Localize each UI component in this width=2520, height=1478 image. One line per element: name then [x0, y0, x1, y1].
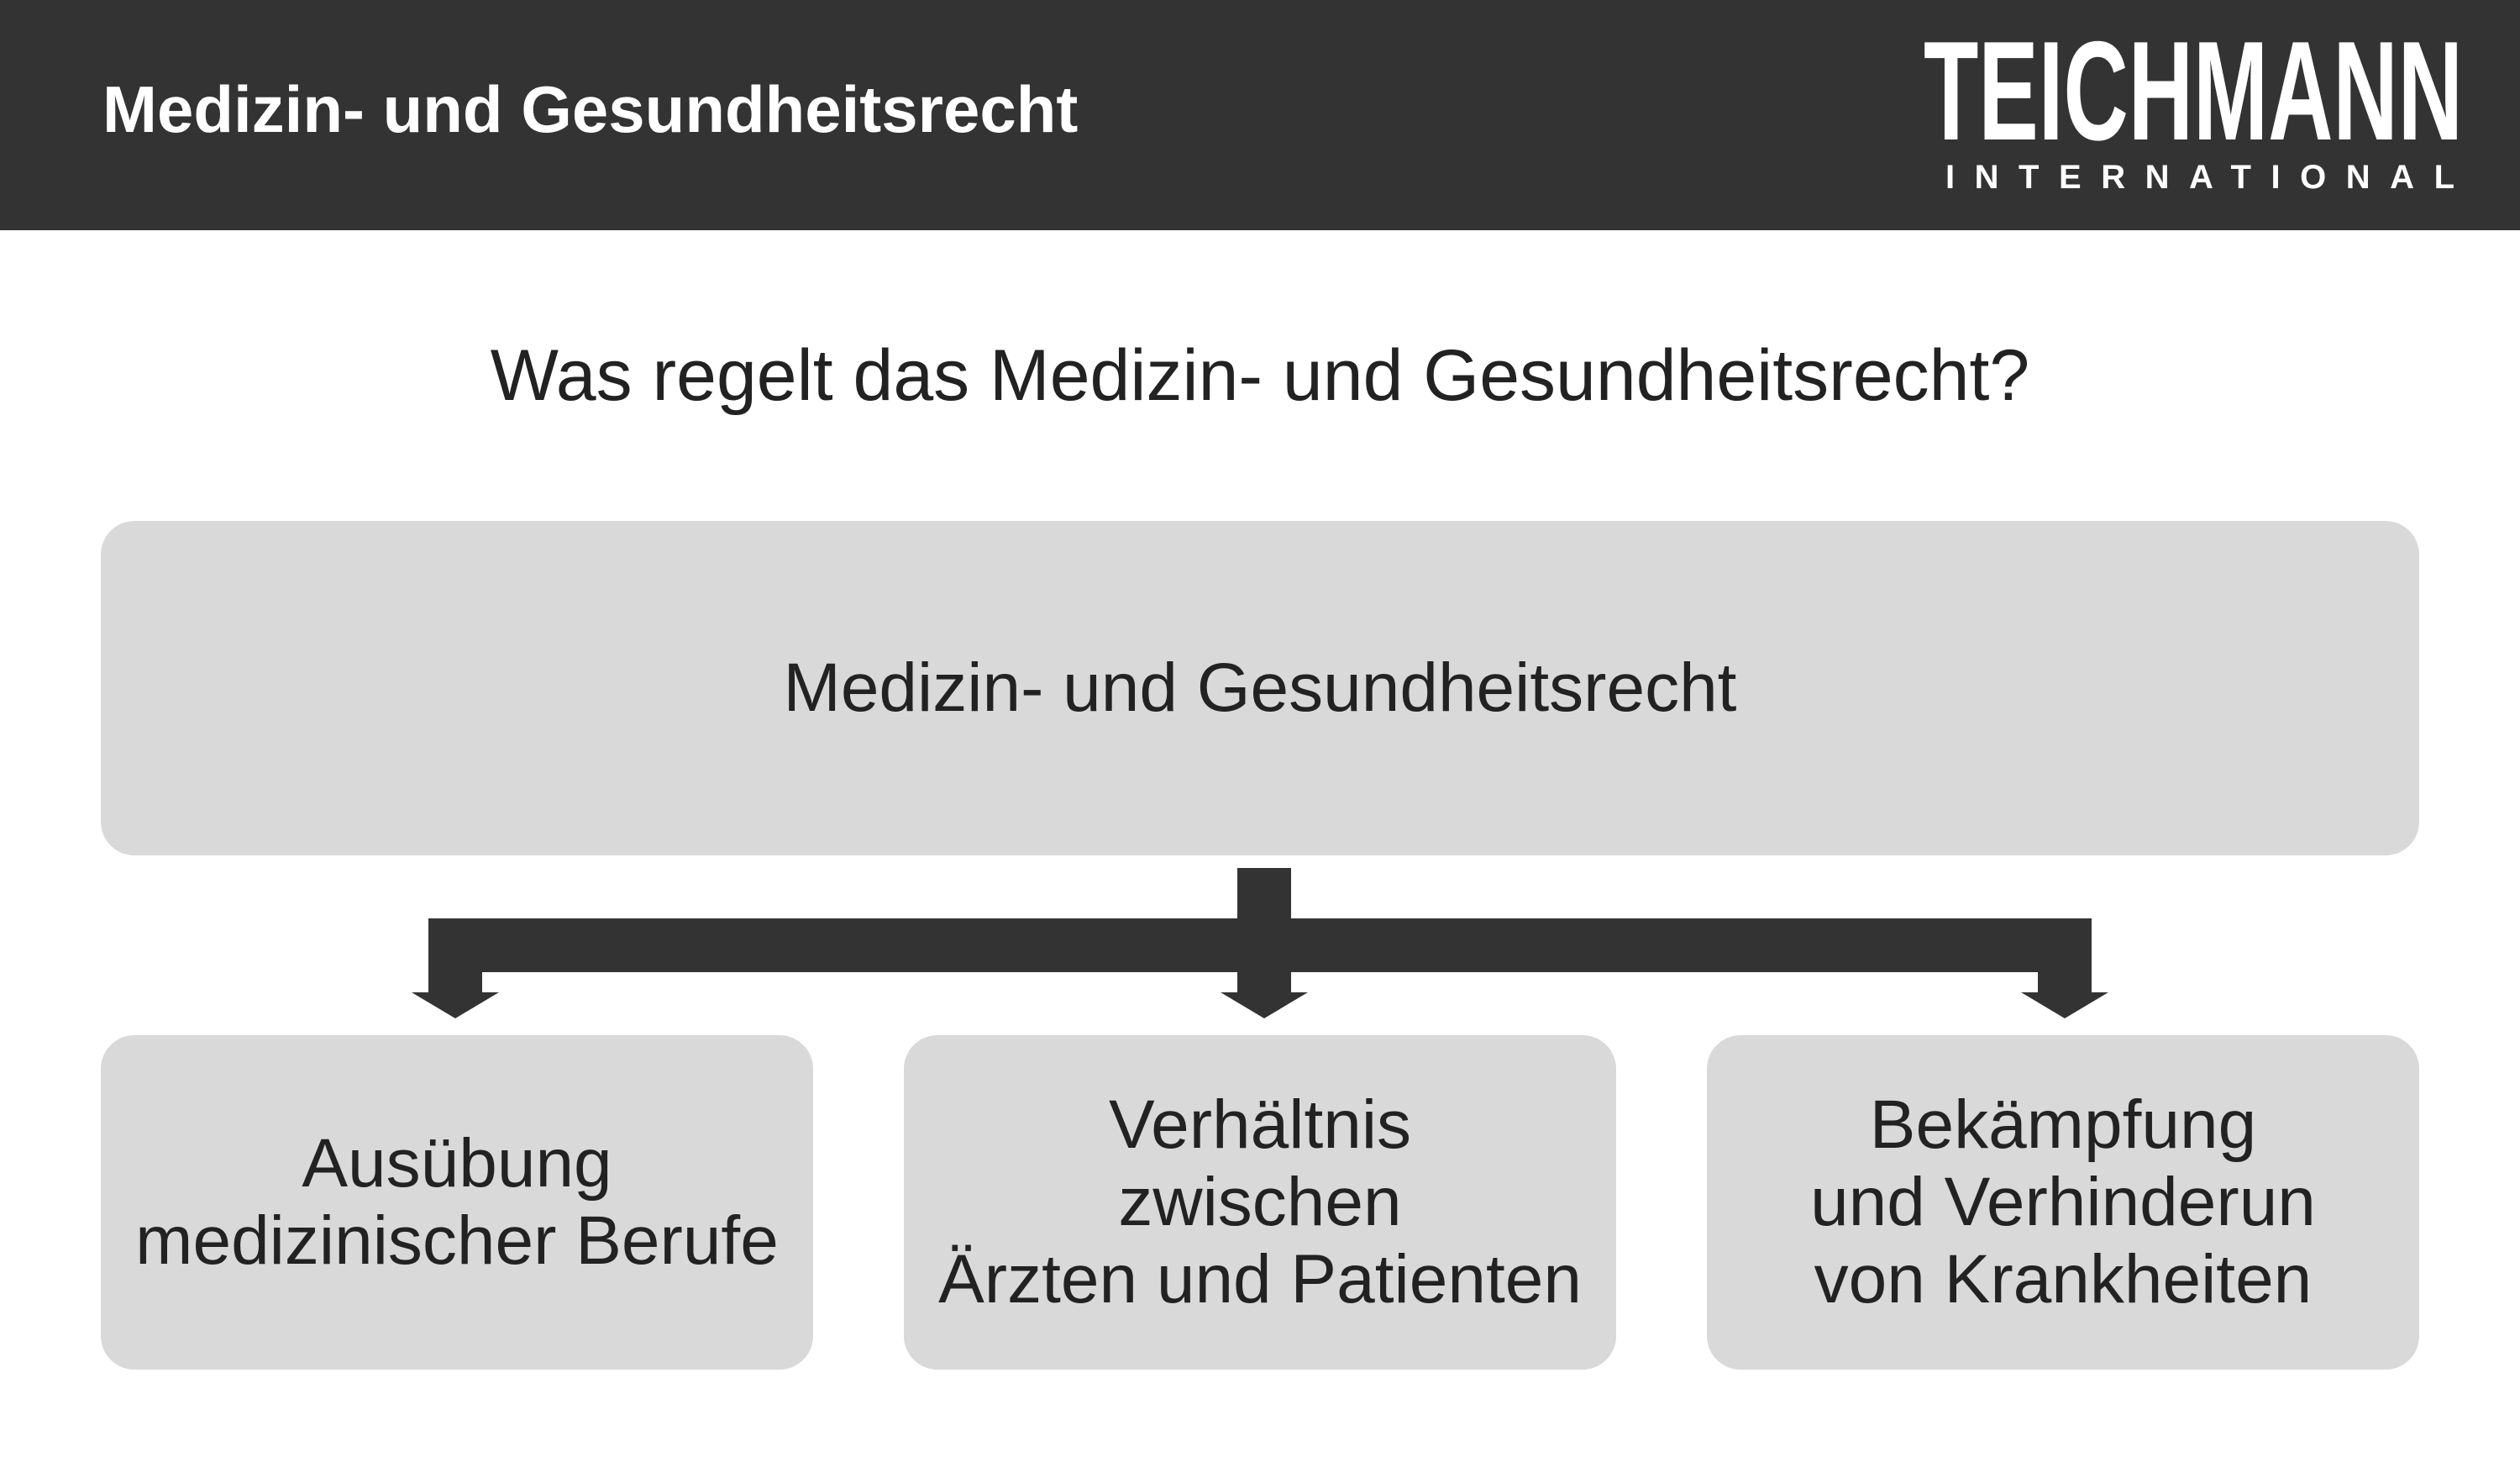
arrow-head-right	[2021, 992, 2108, 1018]
child-box-professions: Ausübung medizinischer Berufe	[101, 1035, 813, 1370]
connector-drop-middle	[1237, 972, 1291, 992]
child-label-relationship: Verhältnis zwischen Ärzten und Patienten	[938, 1086, 1582, 1318]
header-bar: Medizin- und Gesundheitsrecht TEICHMANN …	[0, 0, 2520, 230]
child-label-disease-control: Bekämpfung und Verhinderun von Krankheit…	[1810, 1086, 2316, 1318]
connector-drop-left	[428, 972, 482, 992]
child-box-relationship: Verhältnis zwischen Ärzten und Patienten	[904, 1035, 1616, 1370]
child-box-disease-control: Bekämpfung und Verhinderun von Krankheit…	[1707, 1035, 2419, 1370]
question-heading: Was regelt das Medizin- und Gesundheitsr…	[490, 335, 2030, 416]
logo-wordmark: TEICHMANN	[1924, 29, 2463, 151]
logo-sub-text: INTERNATIONAL	[1945, 159, 2454, 193]
connector-drop-right	[2038, 972, 2092, 992]
connector-stem	[1237, 868, 1291, 918]
arrow-head-middle	[1221, 992, 1308, 1018]
logo-main-text: TEICHMANN	[1924, 29, 2463, 151]
root-label: Medizin- und Gesundheitsrecht	[783, 650, 1737, 726]
connector-bar	[428, 918, 2092, 972]
logo-subline: INTERNATIONAL	[1945, 159, 2454, 193]
child-label-professions: Ausübung medizinischer Berufe	[135, 1125, 779, 1279]
arrow-head-left	[412, 992, 499, 1018]
root-box: Medizin- und Gesundheitsrecht	[101, 521, 2419, 855]
teichmann-logo: TEICHMANN INTERNATIONAL	[1924, 29, 2463, 193]
header-title: Medizin- und Gesundheitsrecht	[102, 72, 1079, 146]
